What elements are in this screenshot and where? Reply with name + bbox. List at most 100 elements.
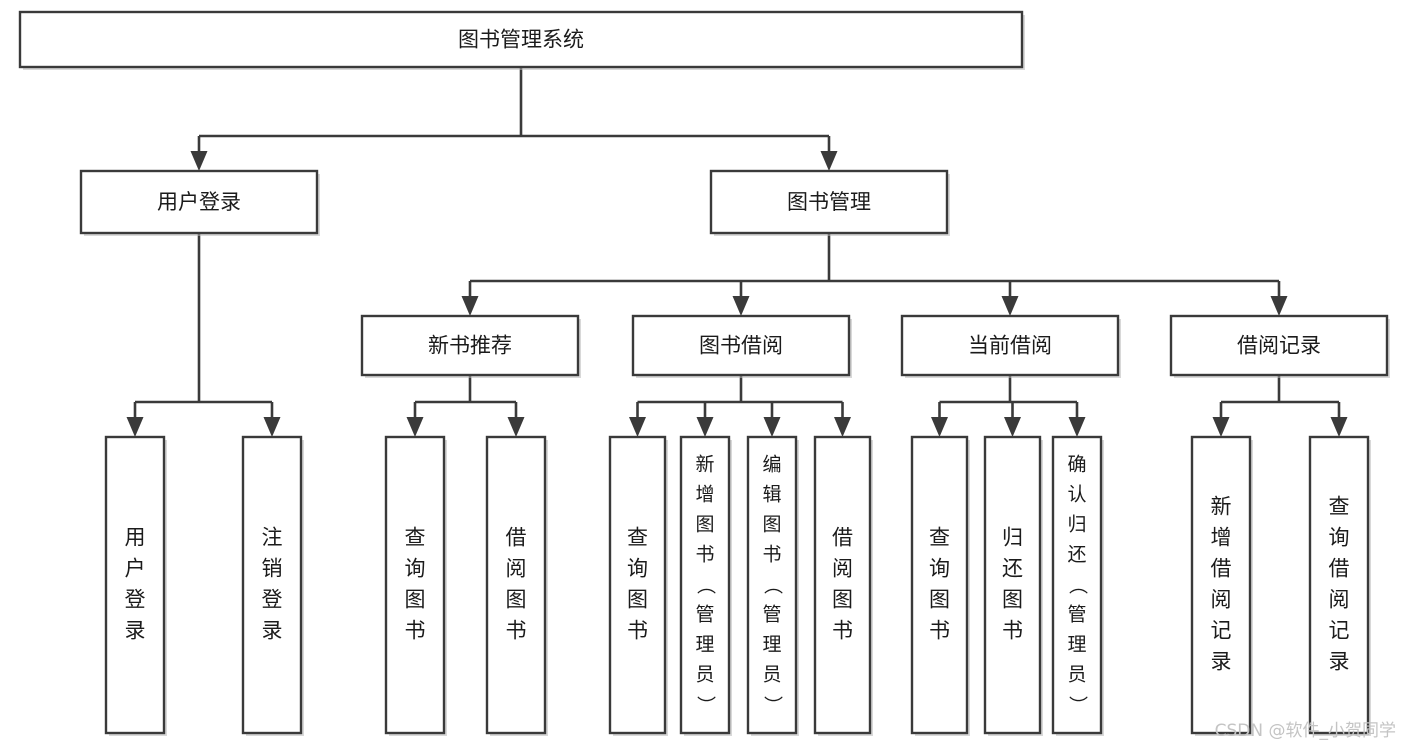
node-box	[608, 435, 667, 735]
node-box	[241, 435, 303, 735]
node-book-borrow[interactable]: 图书借阅	[631, 314, 852, 378]
node-label-char: 新	[695, 454, 714, 476]
connector-layer	[126, 67, 1348, 437]
node-box	[79, 169, 319, 235]
node-label: 借阅记录	[1237, 334, 1321, 358]
node-label: 当前借阅	[968, 334, 1052, 358]
node-label-char: 书	[832, 619, 853, 643]
node-label-char: 登	[125, 588, 146, 612]
node-label-char: 图	[762, 514, 781, 536]
node-label-char: 借	[832, 526, 853, 550]
node-label-char: 书	[627, 619, 648, 643]
node-label-char: 图	[695, 514, 714, 536]
arrow-head-icon	[629, 417, 646, 437]
node-label-char: 书	[506, 619, 527, 643]
node-label-char: 阅	[506, 557, 527, 581]
node-label-char: 借	[506, 526, 527, 550]
node-label-char: 录	[1211, 650, 1232, 674]
node-label: 图书管理	[787, 190, 871, 214]
node-label-char: 管	[1067, 604, 1086, 626]
node-label-char: 辑	[762, 484, 781, 506]
node-label-char: 查	[1329, 495, 1350, 519]
node-label-char: 书	[405, 619, 426, 643]
node-box	[813, 435, 872, 735]
node-label-char: 增	[695, 484, 714, 506]
arrow-head-icon	[1212, 417, 1230, 437]
arrow-head-icon	[732, 296, 750, 316]
node-label-char: 询	[1329, 526, 1350, 550]
node-box	[384, 435, 446, 735]
node-label-char: 还	[1067, 544, 1086, 566]
node-label-char: 图	[929, 588, 950, 612]
node-label-char: （	[695, 575, 717, 594]
node-label-char: 书	[1002, 619, 1023, 643]
arrow-head-icon	[1270, 296, 1288, 316]
node-label-char: ）	[1067, 695, 1089, 714]
node-label-char: 新	[1211, 495, 1232, 519]
node-root[interactable]: 图书管理系统	[18, 10, 1025, 70]
node-label-char: 增	[1211, 526, 1232, 550]
arrow-head-icon	[1068, 417, 1086, 437]
node-box	[1308, 435, 1370, 735]
node-box	[1169, 314, 1389, 377]
node-label: 图书借阅	[699, 334, 783, 358]
node-label-char: 询	[929, 557, 950, 581]
node-label-char: 书	[762, 544, 781, 566]
node-label-char: 书	[695, 544, 714, 566]
node-current-borrow[interactable]: 当前借阅	[900, 314, 1121, 378]
node-label-char: 图	[627, 588, 648, 612]
node-new-book-rec[interactable]: 新书推荐	[360, 314, 581, 378]
node-label-char: 员	[762, 664, 781, 686]
node-box	[18, 10, 1024, 69]
node-leaf-user-login[interactable]: 用户登录	[104, 435, 167, 736]
node-box	[360, 314, 580, 377]
node-book-manage[interactable]: 图书管理	[709, 169, 950, 236]
node-label-char: 认	[1067, 484, 1086, 506]
node-label-char: 图	[405, 588, 426, 612]
node-box	[679, 435, 731, 735]
node-label-char: 理	[695, 634, 714, 656]
node-label: 新书推荐	[428, 334, 512, 358]
node-box	[983, 435, 1042, 735]
arrow-head-icon	[1330, 417, 1348, 437]
node-label-char: 记	[1211, 619, 1232, 643]
node-label-char: 阅	[1329, 588, 1350, 612]
node-label-char: 查	[627, 526, 648, 550]
node-label-char: 销	[262, 557, 283, 581]
node-box	[631, 314, 851, 377]
node-label-char: 录	[125, 619, 146, 643]
arrow-head-icon	[931, 417, 948, 437]
arrow-head-icon	[763, 417, 781, 437]
node-user-login[interactable]: 用户登录	[79, 169, 320, 236]
node-label-char: 录	[1329, 650, 1350, 674]
node-label-char: 查	[929, 526, 950, 550]
node-box	[746, 435, 798, 735]
node-box	[709, 169, 949, 235]
node-label-char: 查	[405, 526, 426, 550]
arrow-head-icon	[507, 417, 525, 437]
node-label-char: 图	[1002, 588, 1023, 612]
arrow-head-icon	[190, 151, 208, 171]
node-box	[1051, 435, 1103, 735]
node-label-char: 用	[125, 526, 146, 550]
arrow-head-icon	[1004, 417, 1021, 437]
node-label-char: 图	[832, 588, 853, 612]
node-label-char: 管	[695, 604, 714, 626]
node-borrow-record[interactable]: 借阅记录	[1169, 314, 1390, 378]
node-label-char: 理	[762, 634, 781, 656]
node-label-char: ）	[695, 695, 717, 714]
